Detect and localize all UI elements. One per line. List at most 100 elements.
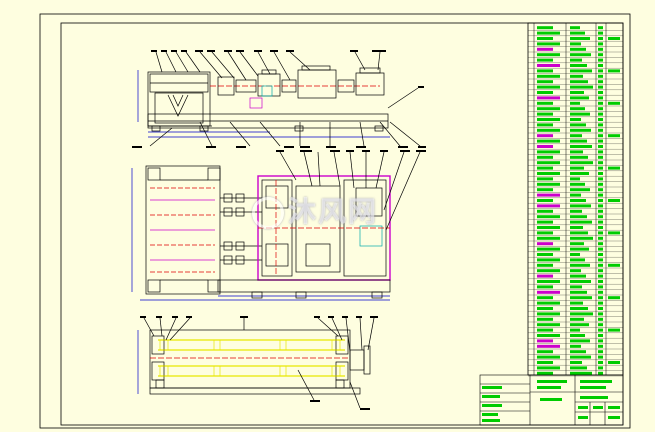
parts-qty-cell [598, 344, 603, 348]
parts-name-cell [537, 69, 553, 73]
parts-name-cell [537, 312, 560, 316]
parts-spec-cell [570, 258, 585, 262]
parts-name-cell [537, 58, 553, 62]
parts-qty-cell [598, 74, 603, 78]
parts-name-cell [537, 253, 553, 256]
parts-name-cell [537, 112, 553, 116]
parts-qty-cell [598, 101, 603, 105]
parts-spec-cell [570, 247, 589, 251]
parts-name-cell [537, 166, 553, 170]
parts-qty-cell [598, 118, 603, 121]
parts-name-cell [537, 47, 553, 51]
parts-spec-cell [570, 166, 584, 170]
parts-spec-cell [570, 242, 584, 246]
parts-name-cell [537, 209, 553, 213]
parts-name-cell [537, 31, 560, 35]
parts-note-cell [608, 296, 620, 300]
parts-name-cell [537, 301, 560, 305]
parts-qty-cell [598, 199, 603, 202]
parts-name-cell [537, 199, 553, 202]
top-view-labels [132, 50, 426, 148]
parts-qty-cell [598, 323, 603, 327]
title-block [479, 374, 624, 426]
parts-qty-cell [598, 128, 603, 132]
parts-list [527, 22, 624, 377]
parts-note-cell [608, 231, 620, 235]
parts-spec-cell [570, 42, 581, 46]
parts-name-cell [537, 91, 553, 94]
parts-name-cell [537, 344, 560, 348]
parts-qty-cell [598, 150, 603, 154]
parts-name-cell [537, 182, 560, 186]
parts-name-cell [537, 361, 553, 364]
parts-name-cell [537, 150, 560, 154]
parts-name-cell [537, 204, 560, 208]
parts-name-cell [537, 274, 553, 278]
parts-name-cell [537, 118, 560, 121]
parts-spec-cell [570, 263, 590, 267]
parts-spec-cell [570, 204, 591, 208]
parts-spec-cell [570, 355, 591, 359]
parts-qty-cell [598, 172, 603, 175]
parts-spec-cell [570, 296, 592, 300]
parts-spec-cell [570, 134, 582, 138]
parts-qty-cell [598, 177, 603, 181]
parts-spec-cell [570, 328, 580, 332]
parts-spec-cell [570, 123, 586, 127]
parts-name-cell [537, 296, 553, 300]
parts-qty-cell [598, 334, 603, 337]
parts-name-cell [537, 188, 553, 192]
parts-qty-cell [598, 280, 603, 283]
parts-qty-cell [598, 107, 603, 111]
title-block-cells [482, 380, 620, 422]
parts-qty-cell [598, 366, 603, 370]
parts-spec-cell [570, 350, 586, 354]
parts-name-cell [537, 366, 560, 370]
parts-spec-cell [570, 31, 585, 35]
parts-name-cell [537, 290, 560, 294]
parts-qty-cell [598, 58, 603, 62]
parts-spec-cell [570, 193, 581, 197]
parts-qty-cell [598, 80, 603, 84]
parts-qty-cell [598, 26, 603, 30]
parts-qty-cell [598, 317, 603, 321]
parts-note-cell [608, 328, 620, 332]
parts-name-cell [537, 139, 560, 143]
parts-spec-cell [570, 290, 587, 294]
parts-spec-cell [570, 236, 593, 240]
parts-spec-cell [570, 334, 585, 337]
parts-name-cell [537, 220, 553, 224]
parts-qty-cell [598, 258, 603, 262]
parts-qty-cell [598, 220, 603, 224]
parts-qty-cell [598, 64, 603, 67]
parts-qty-cell [598, 204, 603, 208]
parts-spec-cell [570, 371, 592, 375]
parts-note-cell [608, 361, 620, 364]
parts-name-cell [537, 334, 560, 337]
parts-spec-cell [570, 366, 587, 370]
parts-name-cell [537, 145, 553, 148]
parts-qty-cell [598, 355, 603, 359]
parts-note-cell [608, 263, 620, 267]
parts-qty-cell [598, 134, 603, 138]
parts-note-cell [608, 199, 620, 202]
parts-qty-cell [598, 182, 603, 186]
parts-qty-cell [598, 37, 603, 40]
parts-name-cell [537, 42, 560, 46]
parts-spec-cell [570, 91, 584, 94]
parts-name-cell [537, 177, 553, 181]
parts-spec-cell [570, 128, 591, 132]
parts-spec-cell [570, 231, 588, 235]
parts-name-cell [537, 355, 560, 359]
parts-name-cell [537, 53, 560, 57]
parts-name-cell [537, 226, 560, 229]
parts-spec-cell [570, 107, 585, 111]
parts-spec-cell [570, 209, 582, 213]
parts-spec-cell [570, 53, 591, 57]
parts-name-cell [537, 134, 553, 138]
parts-spec-cell [570, 37, 590, 40]
parts-name-cell [537, 96, 560, 100]
parts-name-cell [537, 37, 553, 40]
parts-qty-cell [598, 296, 603, 300]
parts-qty-cell [598, 69, 603, 73]
